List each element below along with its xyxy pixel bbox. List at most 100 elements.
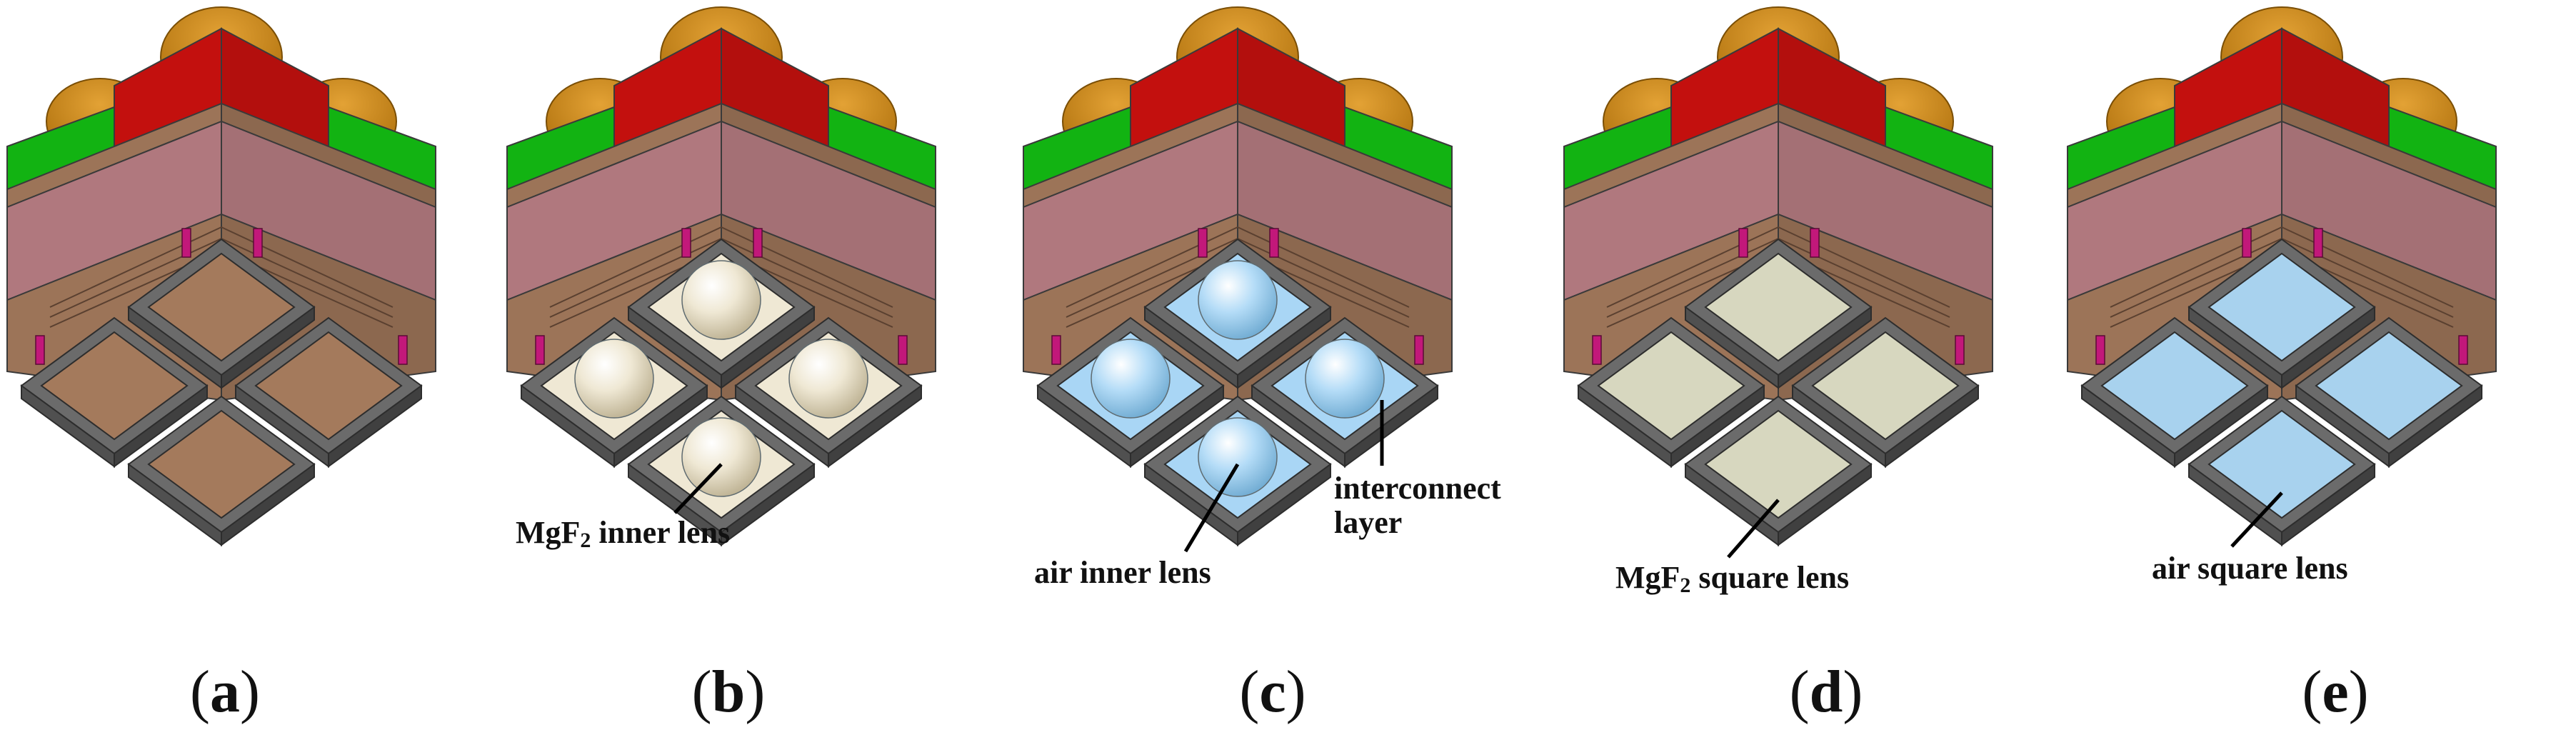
- inner-lens-sphere: [1091, 339, 1171, 419]
- metal-frame-side: [721, 463, 815, 546]
- pixel-aperture: [147, 409, 296, 519]
- via: [181, 228, 191, 258]
- pixel-aperture: [2315, 331, 2463, 441]
- inner-lens-sphere: [1198, 260, 1278, 340]
- caption-e: (e): [2302, 659, 2369, 725]
- annotation-leader-line: [673, 463, 723, 514]
- inner-lens-sphere: [574, 339, 654, 419]
- pixel-aperture: [254, 331, 403, 441]
- pixel-aperture: [2207, 252, 2356, 362]
- via: [1955, 335, 1965, 365]
- layer-line: [721, 238, 893, 318]
- inner-lens-sphere: [1305, 339, 1385, 419]
- pixel-aperture: [2100, 331, 2249, 441]
- via: [1414, 335, 1424, 365]
- layer-line: [221, 226, 394, 308]
- via: [1592, 335, 1602, 365]
- inner-lens-sphere: [1198, 417, 1278, 497]
- caption-b: (b): [691, 659, 766, 725]
- metal-frame-side: [2388, 384, 2482, 468]
- metal-frame-side: [1344, 384, 1438, 468]
- layer-line: [1237, 238, 1410, 318]
- panel-e: [2067, 6, 2497, 546]
- layer-line: [1606, 226, 1779, 308]
- via: [35, 335, 45, 365]
- metal-frame-side: [721, 306, 815, 389]
- inner-lens-sphere: [788, 339, 868, 419]
- layer-line: [49, 238, 222, 318]
- via: [1198, 228, 1208, 258]
- via: [753, 228, 763, 258]
- layer-line: [1778, 238, 1950, 318]
- pixel-aperture: [2207, 409, 2356, 519]
- layer-line: [2281, 238, 2454, 318]
- metal-frame-side: [828, 384, 922, 468]
- metal-frame-side: [221, 463, 315, 546]
- pixel-aperture: [147, 252, 296, 362]
- metal-frame-side: [2281, 306, 2375, 389]
- layer-line: [1778, 226, 1950, 308]
- via: [1810, 228, 1820, 258]
- layer-line: [1237, 226, 1410, 308]
- via: [1738, 228, 1748, 258]
- layer-line: [2110, 238, 2282, 318]
- via: [681, 228, 691, 258]
- inner-lens-sphere: [681, 417, 761, 497]
- layer-line: [2281, 226, 2454, 308]
- metal-frame-side: [328, 384, 422, 468]
- panel-a: [6, 6, 436, 546]
- via: [2313, 228, 2323, 258]
- metal-frame-side: [1778, 463, 1872, 546]
- panel-c: [1023, 6, 1453, 546]
- metal-frame-side: [1778, 306, 1872, 389]
- annotation-mgf2-square-lens: MgF2 square lens: [1615, 560, 1850, 597]
- metal-frame-side: [221, 306, 315, 389]
- layer-line: [721, 226, 893, 308]
- metal-frame-side: [1670, 384, 1765, 468]
- metal-frame-side: [1237, 463, 1331, 546]
- via: [398, 335, 408, 365]
- layer-line: [1066, 238, 1238, 318]
- layer-line: [221, 238, 394, 318]
- layer-line: [1606, 238, 1779, 318]
- panel-d: [1563, 6, 1993, 546]
- metal-frame-side: [1130, 384, 1224, 468]
- via: [2458, 335, 2468, 365]
- pixel-aperture: [1811, 331, 1960, 441]
- layer-line: [1066, 226, 1238, 308]
- via: [253, 228, 263, 258]
- layer-line: [49, 226, 222, 308]
- via: [535, 335, 545, 365]
- metal-frame-side: [2174, 384, 2268, 468]
- inner-lens-sphere: [681, 260, 761, 340]
- metal-frame-side: [114, 384, 208, 468]
- caption-c: (c): [1239, 659, 1306, 725]
- via: [2095, 335, 2105, 365]
- via: [1051, 335, 1061, 365]
- layer-line: [549, 238, 722, 318]
- via: [1269, 228, 1279, 258]
- pixel-aperture: [40, 331, 189, 441]
- caption-a: (a): [190, 659, 260, 725]
- pixel-aperture: [1704, 252, 1853, 362]
- caption-d: (d): [1789, 659, 1863, 725]
- via: [2242, 228, 2252, 258]
- metal-frame-side: [1885, 384, 1979, 468]
- pixel-aperture: [1597, 331, 1745, 441]
- annotation-leader-line: [2230, 491, 2283, 548]
- pixel-aperture: [1704, 409, 1853, 519]
- metal-frame-side: [1237, 306, 1331, 389]
- metal-frame-side: [613, 384, 708, 468]
- annotation-leader-line: [1183, 463, 1240, 553]
- annotation-mgf2-inner-lens: MgF2 inner lens: [516, 515, 731, 552]
- annotation-leader-line: [1727, 499, 1780, 559]
- annotation-air-square-lens: air square lens: [2152, 551, 2348, 586]
- via: [898, 335, 908, 365]
- layer-line: [2110, 226, 2282, 308]
- layer-line: [549, 226, 722, 308]
- panel-b: [506, 6, 936, 546]
- metal-frame-side: [2281, 463, 2375, 546]
- annotation-air-inner-lens: air inner lens: [1034, 555, 1211, 590]
